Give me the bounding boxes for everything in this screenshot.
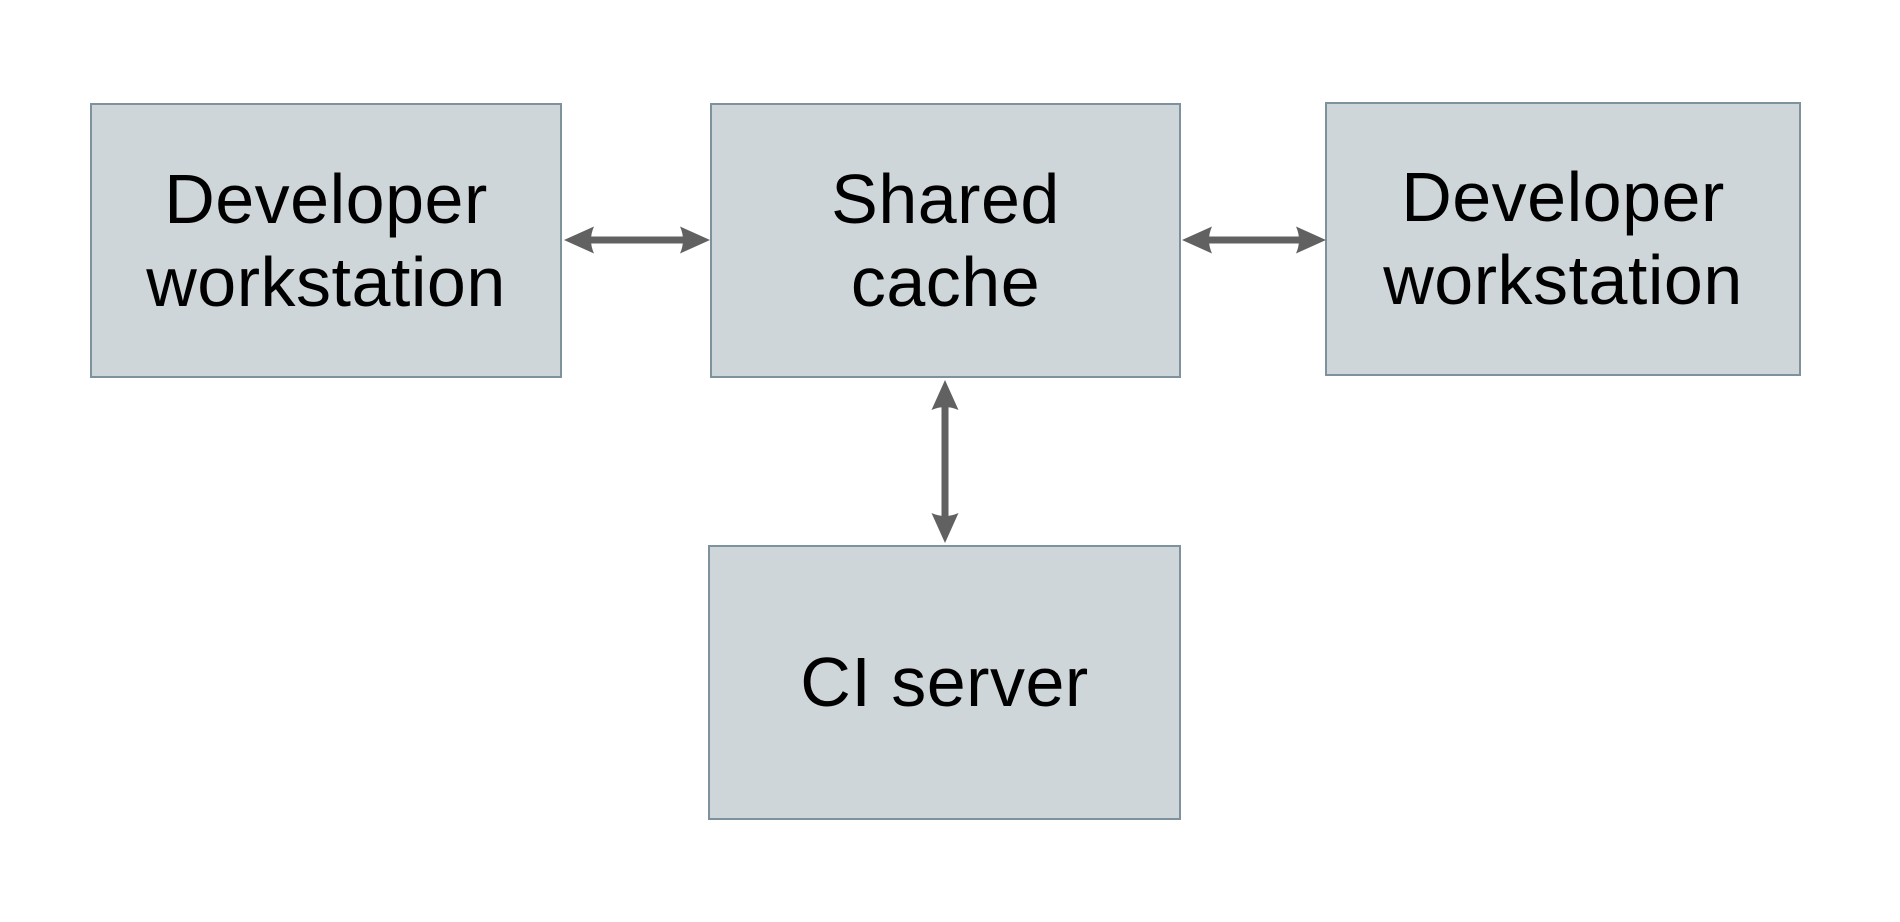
node-label: Shared cache [831,159,1060,321]
node-label: Developer workstation [1383,158,1743,319]
node-label: Developer workstation [146,159,506,321]
node-developer-workstation-right: Developer workstation [1325,102,1801,376]
bidirectional-arrow-right-icon [1182,226,1326,254]
node-label: CI server [800,643,1089,722]
node-developer-workstation-left: Developer workstation [90,103,562,378]
bidirectional-arrow-down-icon [931,380,959,543]
node-shared-cache: Shared cache [710,103,1181,378]
bidirectional-arrow-left-icon [564,226,710,254]
node-ci-server: CI server [708,545,1181,820]
